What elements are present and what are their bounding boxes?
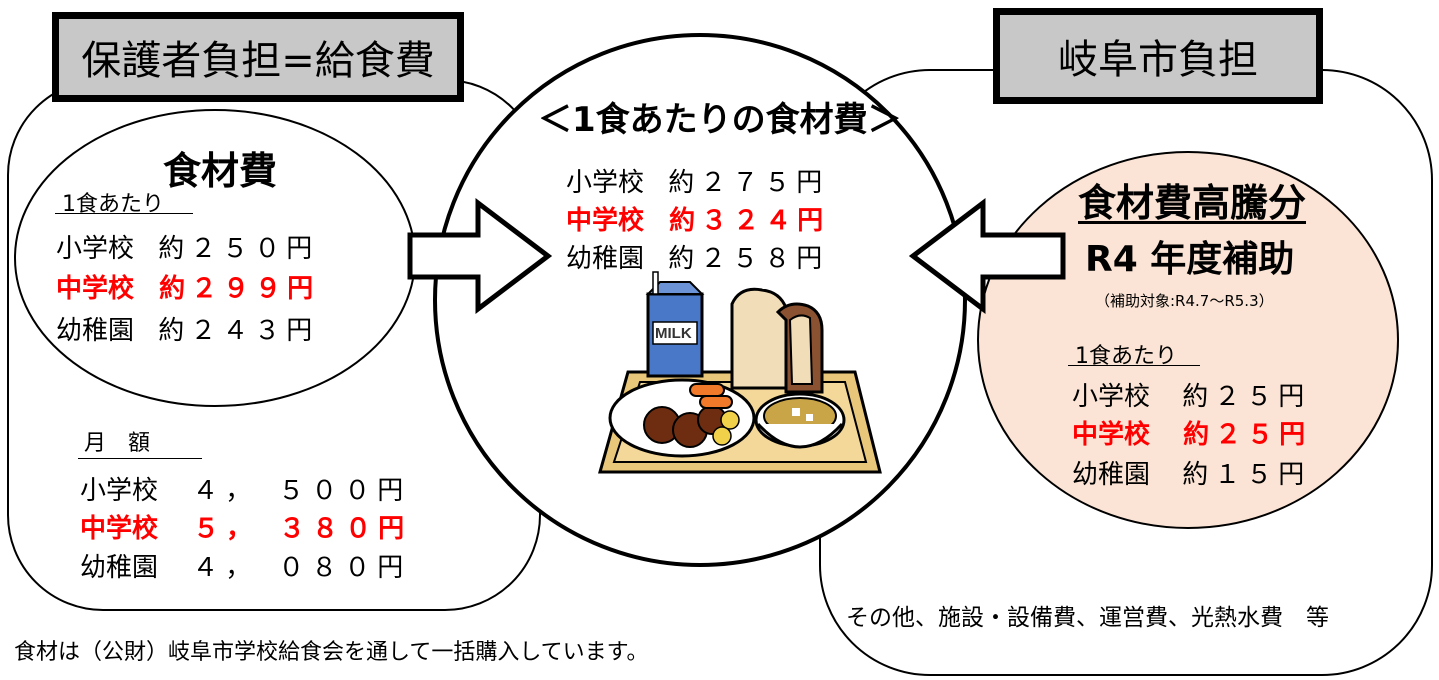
monthly-underline xyxy=(78,458,202,459)
school-name: 小学校 xyxy=(566,168,645,198)
parent-burden-header: 保護者負担=給食費 xyxy=(52,12,464,102)
right-per-meal-row: 小学校 約２５円 xyxy=(1072,376,1310,413)
right-per-meal-label: 1食あたり xyxy=(1075,344,1177,369)
arrow-right-icon xyxy=(407,197,553,315)
amount: 約１５円 xyxy=(1182,460,1311,490)
subsidy-note: （補助対象:R4.7～R5.3） xyxy=(1095,292,1274,310)
center-title: ＜1食あたりの食材費＞ xyxy=(538,100,902,140)
footnote: 食材は（公財）岐阜市学校給食会を通して一括購入しています。 xyxy=(14,640,649,665)
school-name: 中学校 xyxy=(56,274,135,304)
left-per-meal-row: 小学校 約２５０円 xyxy=(56,228,318,265)
school-name: 中学校 xyxy=(566,206,645,236)
monthly-label: 月 額 xyxy=(84,431,151,456)
monthly-row: 小学校 ４， ５００円 xyxy=(80,470,410,507)
milk-label: MILK xyxy=(655,325,692,342)
amount: 約２５円 xyxy=(1183,420,1312,450)
school-name: 幼稚園 xyxy=(80,553,159,583)
center-row: 幼稚園 約２５８円 xyxy=(566,238,828,275)
right-per-meal-row: 幼稚園 約１５円 xyxy=(1072,454,1310,491)
city-burden-header: 岐阜市負担 xyxy=(993,8,1323,104)
other-costs-text: その他、施設・設備費、運営費、光熱水費 等 xyxy=(846,605,1329,631)
subsidy-title: R4 年度補助 xyxy=(1085,239,1295,280)
amount: ４， ０８０円 xyxy=(192,553,411,583)
arrow-left-icon xyxy=(908,197,1066,315)
amount: 約２５０円 xyxy=(158,234,319,264)
amount: 約２７５円 xyxy=(668,168,829,198)
per-meal-label: 1食あたり xyxy=(62,192,164,217)
right-per-meal-underline xyxy=(1068,365,1200,366)
school-name: 中学校 xyxy=(1072,420,1151,450)
amount: 約２５８円 xyxy=(668,244,829,274)
per-meal-underline xyxy=(55,213,193,214)
school-name: 幼稚園 xyxy=(1072,460,1151,490)
left-per-meal-row: 中学校 約２９９円 xyxy=(56,268,319,305)
amount: 約３２４円 xyxy=(669,206,830,236)
center-row: 中学校 約３２４円 xyxy=(566,200,829,237)
school-name: 幼稚園 xyxy=(566,244,645,274)
amount: ５， ３８０円 xyxy=(193,514,412,544)
school-name: 小学校 xyxy=(80,476,159,506)
school-name: 幼稚園 xyxy=(56,316,135,346)
school-name: 小学校 xyxy=(56,234,135,264)
school-lunch-icon xyxy=(598,271,882,474)
subsidy-ellipse xyxy=(977,151,1399,529)
price-surge-title: 食材費高騰分 xyxy=(1078,181,1307,225)
amount: ４， ５００円 xyxy=(192,476,411,506)
school-name: 小学校 xyxy=(1072,382,1151,412)
amount: 約２５円 xyxy=(1182,382,1311,412)
amount: 約２４３円 xyxy=(158,316,319,346)
monthly-row: 幼稚園 ４， ０８０円 xyxy=(80,547,410,584)
amount: 約２９９円 xyxy=(159,274,320,304)
monthly-row: 中学校 ５， ３８０円 xyxy=(80,508,411,545)
center-row: 小学校 約２７５円 xyxy=(566,162,828,199)
left-per-meal-row: 幼稚園 約２４３円 xyxy=(56,310,318,347)
right-per-meal-row: 中学校 約２５円 xyxy=(1072,414,1311,451)
school-name: 中学校 xyxy=(80,514,159,544)
ingredient-cost-title: 食材費 xyxy=(163,149,278,193)
